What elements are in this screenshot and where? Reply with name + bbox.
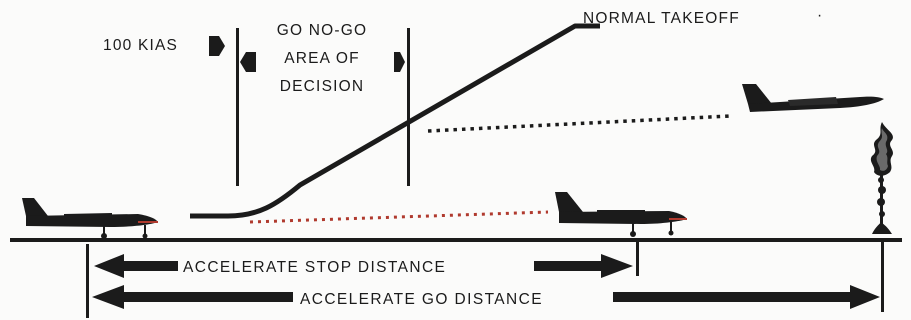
runway-ground-line	[10, 238, 902, 242]
distance-start-tick	[86, 244, 89, 318]
decision-line-left	[236, 28, 239, 186]
go-distance-end-tick	[881, 240, 884, 312]
speed-label: 100 KIAS	[103, 37, 178, 54]
stop-distance-end-tick	[636, 238, 639, 276]
go-distance-right-arrow-icon	[613, 285, 880, 309]
tree-obstacle-icon	[870, 122, 893, 234]
aircraft-airborne-icon	[742, 84, 884, 112]
decision-line-right	[407, 28, 410, 186]
decision-arrow-right-icon	[394, 52, 405, 72]
stop-dotted-line	[249, 210, 549, 224]
aircraft-start-icon	[22, 198, 158, 239]
stray-mark: ·	[817, 7, 823, 24]
normal-takeoff-label: NORMAL TAKEOFF	[583, 10, 740, 27]
decision-label-line3: DECISION	[280, 78, 365, 95]
speed-arrow-left-icon	[240, 52, 256, 72]
accelerate-go-label: ACCELERATE GO DISTANCE	[300, 291, 543, 308]
decision-label-line1: GO NO-GO	[277, 22, 368, 39]
accelerate-stop-label: ACCELERATE STOP DISTANCE	[183, 259, 446, 276]
takeoff-path	[190, 23, 600, 219]
aircraft-stopped-icon	[555, 192, 687, 237]
takeoff-dotted-line	[427, 114, 731, 133]
stop-distance-right-arrow-icon	[534, 254, 633, 278]
go-distance-left-arrow-icon	[92, 285, 293, 309]
decision-label-line2: AREA OF	[284, 50, 360, 67]
speed-arrow-right-icon	[209, 36, 225, 56]
stop-distance-left-arrow-icon	[94, 254, 178, 278]
